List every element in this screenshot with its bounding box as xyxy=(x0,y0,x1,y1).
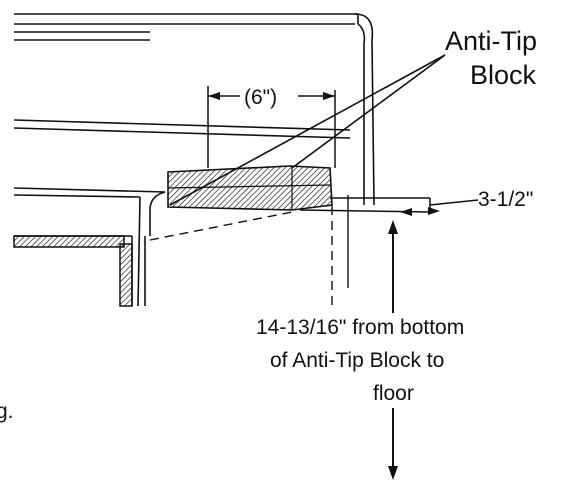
height-note-line2: of Anti-Tip Block to xyxy=(270,349,444,372)
anti-tip-leader-lines xyxy=(169,54,446,206)
depth-dimension-label: 3-1/2" xyxy=(478,188,533,211)
width-dimension xyxy=(207,86,336,168)
height-note-line1: 14-13/16" from bottom xyxy=(256,316,464,339)
height-note-line3: floor xyxy=(373,382,414,405)
anti-tip-block xyxy=(167,165,333,211)
part-name-line2: Block xyxy=(470,60,537,90)
depth-dimension xyxy=(299,197,479,216)
cut-off-text-fragment: g. xyxy=(0,400,14,423)
height-dimension-arrows xyxy=(388,220,398,480)
part-name-line1: Anti-Tip xyxy=(445,26,537,56)
range-leg-hidden-lines xyxy=(149,206,333,305)
width-dimension-label: (6") xyxy=(244,86,277,109)
range-backguard xyxy=(14,13,375,206)
cabinet-section xyxy=(13,235,133,307)
range-side-panel xyxy=(13,119,351,307)
